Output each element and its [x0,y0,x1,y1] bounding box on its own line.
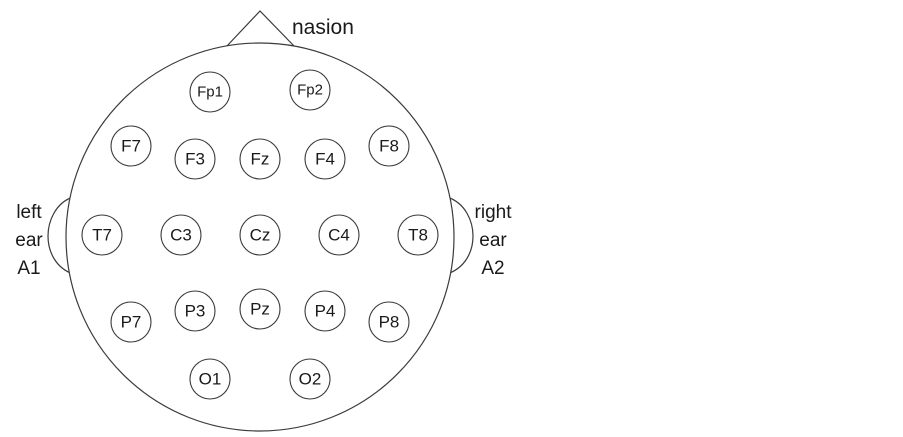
electrode-label: Fz [251,150,270,169]
left-ear-label-line2: ear [15,230,43,251]
right-ear-label-line3: A2 [481,258,504,279]
nasion-label: nasion [292,16,354,39]
electrode-o1: O1 [189,358,231,400]
electrode-label: F8 [379,137,399,156]
electrode-label: P4 [315,302,336,321]
electrode-label: Fp1 [197,84,223,101]
left-ear-label-line1: left [16,202,42,223]
electrode-label: C4 [328,226,350,245]
electrode-label: F3 [185,150,205,169]
electrode-label: P7 [121,313,142,332]
electrode-label: Pz [250,300,270,319]
electrode-c4: C4 [318,214,360,256]
electrode-c3: C3 [160,214,202,256]
electrode-pz: Pz [239,288,281,330]
electrode-f8: F8 [368,125,410,167]
nose-triangle [225,10,296,48]
electrode-fz: Fz [239,138,281,180]
electrode-label: T7 [92,226,112,245]
electrode-label: C3 [170,226,192,245]
electrode-o2: O2 [289,358,331,400]
electrode-t7: T7 [81,214,123,256]
electrode-f7: F7 [110,125,152,167]
electrode-cz: Cz [239,214,281,256]
electrode-f4: F4 [304,138,346,180]
electrode-label: O2 [299,370,322,389]
electrode-label: P8 [379,313,400,332]
electrode-p7: P7 [110,301,152,343]
electrode-p4: P4 [304,290,346,332]
electrode-label: P3 [185,302,206,321]
electrode-fp1: Fp1 [189,71,231,113]
electrode-p8: P8 [368,301,410,343]
electrode-p3: P3 [174,290,216,332]
right-ear-label-line2: ear [479,230,507,251]
right-ear-label-line1: right [475,202,513,223]
electrode-label: Cz [250,226,271,245]
electrode-label: F4 [315,150,335,169]
left-ear-label-line3: A1 [17,258,40,279]
electrode-label: Fp2 [297,82,323,99]
electrode-f3: F3 [174,138,216,180]
electrode-label: O1 [199,370,222,389]
electrode-t8: T8 [397,214,439,256]
electrode-fp2: Fp2 [289,69,331,111]
electrode-label: F7 [121,137,141,156]
electrode-label: T8 [408,226,428,245]
